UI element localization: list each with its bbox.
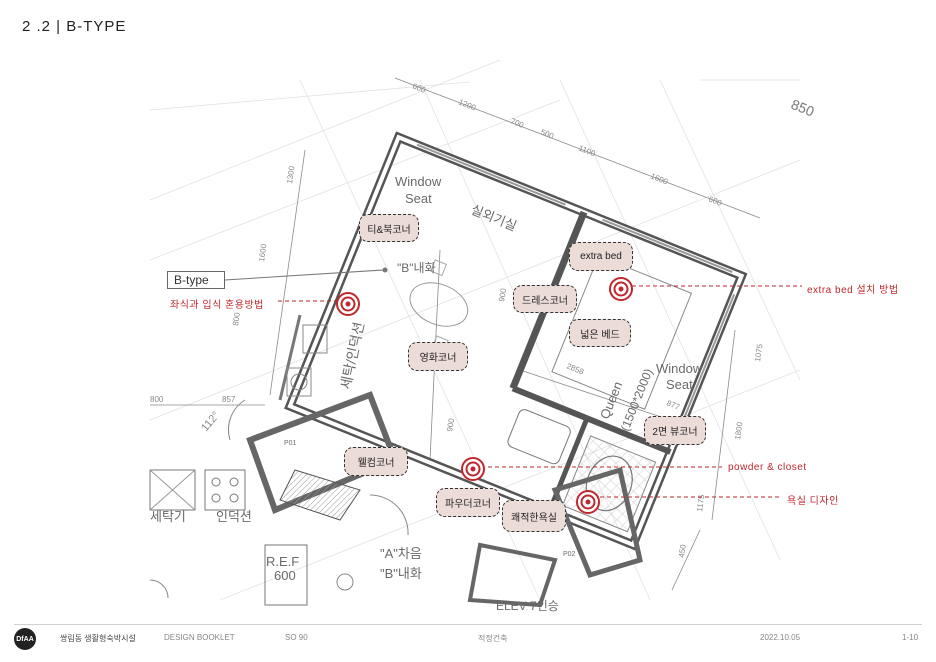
page-title: 2 .2 | B-TYPE <box>22 18 127 35</box>
annotation-powder-closet: powder & closet <box>728 462 807 473</box>
tag-movie-corner: 영화코너 <box>408 342 468 371</box>
svg-text:"B"내화: "B"내화 <box>397 261 436 275</box>
footer-date: 2022.10.05 <box>760 633 801 642</box>
tag-extra-bed: extra bed <box>569 242 633 271</box>
svg-text:1075: 1075 <box>753 343 764 362</box>
footer-booklet: DESIGN BOOKLET <box>164 633 235 642</box>
svg-text:600: 600 <box>274 568 296 583</box>
btype-leader <box>224 269 384 281</box>
grid-lines <box>149 59 801 601</box>
target-marker <box>609 277 633 301</box>
svg-text:"B"내화: "B"내화 <box>380 566 422 581</box>
svg-text:Seat: Seat <box>666 377 693 392</box>
target-marker <box>461 457 485 481</box>
tag-powder-corner: 파우더코너 <box>436 488 500 517</box>
footer-divider <box>14 624 922 625</box>
svg-text:Window: Window <box>395 174 442 189</box>
svg-text:900: 900 <box>445 417 456 432</box>
svg-text:800: 800 <box>150 395 164 404</box>
tag-two-view-corner: 2면 뷰코너 <box>644 416 706 445</box>
svg-text:1300: 1300 <box>285 165 296 184</box>
tag-dress-corner: 드레스코너 <box>513 285 577 313</box>
svg-text:1200: 1200 <box>457 98 477 113</box>
footer-company: 적정건축 <box>478 634 508 643</box>
footer-page: 1-10 <box>902 633 919 642</box>
annotation-floor-seating: 좌식과 입식 혼용방법 <box>170 300 264 311</box>
svg-text:R.E.F: R.E.F <box>266 554 299 569</box>
svg-text:1600: 1600 <box>649 172 669 187</box>
svg-text:850: 850 <box>789 96 817 120</box>
tag-tea-book-corner: 티&북코너 <box>359 214 419 242</box>
annotation-extra-bed: extra bed 설치 방법 <box>807 285 899 296</box>
svg-text:1800: 1800 <box>733 421 744 440</box>
svg-text:600: 600 <box>707 195 723 209</box>
btype-leader-dot <box>382 267 388 273</box>
b-type-label: B-type <box>167 271 225 289</box>
svg-text:인덕션: 인덕션 <box>216 509 252 524</box>
svg-text:세탁기: 세탁기 <box>150 509 186 524</box>
dimension-lines <box>150 77 761 591</box>
svg-text:900: 900 <box>497 287 508 302</box>
dfaa-logo: DfAA <box>14 628 36 650</box>
svg-text:1175: 1175 <box>695 493 706 512</box>
tag-welcome-corner: 웰컴코너 <box>344 447 408 476</box>
svg-text:1600: 1600 <box>257 243 268 262</box>
annotation-lines <box>278 285 802 498</box>
svg-text:700: 700 <box>509 117 525 131</box>
annotation-bath-design: 욕실 디자인 <box>787 496 839 507</box>
svg-text:800: 800 <box>231 311 242 326</box>
svg-text:1100: 1100 <box>577 144 597 159</box>
svg-text:857: 857 <box>222 395 236 404</box>
footer: DfAA 쌍림동 생활형숙박시설 DESIGN BOOKLET SO 90 적정… <box>0 612 936 656</box>
svg-text:"A"차음: "A"차음 <box>380 546 422 561</box>
target-marker <box>336 292 360 316</box>
target-markers <box>336 277 633 514</box>
svg-text:Seat: Seat <box>405 191 432 206</box>
svg-text:600: 600 <box>411 82 427 96</box>
svg-text:P02: P02 <box>563 551 576 558</box>
tag-pleasant-bath: 쾌적한욕실 <box>502 500 566 532</box>
svg-text:ELEV 7인승: ELEV 7인승 <box>496 599 559 613</box>
svg-text:112°: 112° <box>199 409 222 434</box>
tag-wide-bed: 넓은 베드 <box>569 319 631 347</box>
svg-text:P01: P01 <box>284 440 297 447</box>
svg-text:450: 450 <box>677 543 688 558</box>
footer-code: SO 90 <box>285 633 308 642</box>
target-marker <box>576 490 600 514</box>
svg-text:Window: Window <box>656 361 703 376</box>
footer-project: 쌍림동 생활형숙박시설 <box>60 634 136 643</box>
